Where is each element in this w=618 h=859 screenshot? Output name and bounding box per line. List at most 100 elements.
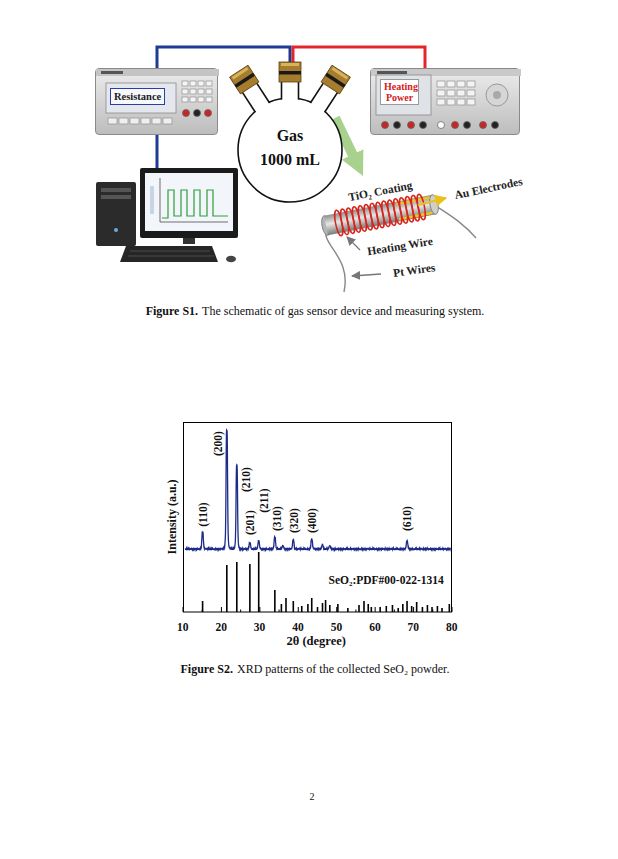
flask-neck — [307, 65, 350, 115]
peak-index: (200) — [211, 431, 224, 456]
tube-end — [428, 194, 440, 215]
plot-frame — [184, 423, 452, 613]
reference-stick — [371, 607, 373, 612]
neck-wall — [241, 91, 255, 112]
leader-arrow — [352, 274, 381, 276]
gas-sensor: TiO₂ Coating — [318, 176, 468, 250]
tick-label: 60 — [369, 621, 381, 634]
instrument-label: Resistance — [110, 88, 165, 105]
axis-tick — [413, 607, 414, 612]
flask-neck — [279, 62, 301, 101]
multimeter: Resistance — [95, 68, 218, 135]
axis-tick — [432, 610, 433, 613]
reference-stick — [329, 605, 331, 612]
front-button — [190, 81, 196, 86]
front-button — [206, 89, 212, 94]
monitor-stand — [183, 238, 195, 244]
reference-stick — [411, 606, 413, 612]
front-button — [457, 99, 465, 105]
peak-index: (110) — [197, 502, 210, 526]
figure-number: Figure S2. — [181, 662, 233, 676]
heating-coil-turn — [368, 203, 379, 230]
display-bezel — [106, 83, 176, 113]
monitor-frame — [140, 168, 238, 238]
heating-coil-turn — [380, 200, 391, 227]
output-terminal — [382, 122, 389, 129]
front-button — [437, 81, 445, 87]
reference-stick — [422, 607, 424, 612]
display-panel — [376, 75, 431, 115]
front-button — [182, 97, 188, 102]
reference-stick — [431, 607, 433, 612]
brand-plate — [377, 71, 407, 74]
neck-wall — [298, 80, 300, 100]
neck-wall — [256, 82, 270, 103]
heating-coil-turn — [357, 205, 368, 232]
peak-index: (211) — [257, 488, 270, 512]
front-button — [190, 97, 196, 102]
leader-arrow — [347, 237, 360, 250]
front-button — [467, 90, 475, 96]
reference-stick — [281, 604, 283, 612]
front-button — [437, 90, 445, 96]
heating-coil-turn — [374, 202, 385, 229]
reference-stick — [249, 564, 251, 612]
reference-stick — [437, 606, 439, 612]
peak-index: (201) — [243, 510, 256, 535]
xrd-plot — [183, 430, 452, 612]
stopper-highlight — [281, 63, 299, 66]
input-terminal — [205, 110, 212, 117]
power-cable — [293, 47, 425, 68]
front-button — [437, 99, 445, 105]
stopper-highlight — [232, 67, 249, 79]
heating-coil-turn — [333, 210, 344, 237]
axis-tick — [202, 610, 203, 613]
figure-number: Figure S1. — [146, 304, 198, 318]
stopper — [321, 65, 350, 94]
axis-tick — [452, 607, 453, 612]
peak-index: (400) — [305, 508, 318, 533]
tick-label: 50 — [331, 621, 343, 634]
part-label: Heating Wire — [366, 234, 433, 257]
drive-bay — [101, 188, 131, 192]
reference-stick — [258, 552, 260, 612]
output-terminal — [464, 122, 471, 129]
axis-tick — [317, 610, 318, 613]
axis-tick — [355, 610, 356, 613]
keyboard-keys — [128, 251, 214, 256]
xrd-curve — [185, 430, 450, 550]
axis-tick — [279, 610, 280, 613]
reference-stick — [347, 608, 349, 612]
reference-stick — [226, 565, 228, 612]
part-label: Au Electrodes — [453, 174, 523, 201]
stopper-highlight — [331, 67, 348, 79]
reference-stick — [358, 605, 360, 612]
brand-plate — [101, 71, 123, 74]
axis-tick — [259, 607, 260, 612]
heating-coil-turn — [363, 204, 374, 231]
gas-flask: Gas 1000 mL — [232, 62, 348, 208]
front-button — [457, 90, 465, 96]
output-terminal — [452, 122, 459, 129]
front-button — [467, 99, 475, 105]
screen-response-curve — [162, 190, 228, 218]
reference-stick — [406, 601, 408, 612]
reference-stick — [449, 604, 451, 612]
reference-stick — [402, 604, 404, 612]
soft-key — [108, 118, 117, 124]
soft-key — [119, 118, 128, 124]
heating-coil-turn — [410, 195, 421, 222]
front-button — [182, 89, 188, 94]
front-button — [198, 81, 204, 86]
flask-neck — [230, 65, 273, 115]
output-terminal — [408, 122, 415, 129]
instrument-top — [96, 69, 219, 76]
caption-text: XRD patterns of the collected SeO₂ powde… — [237, 662, 449, 676]
front-button — [198, 89, 204, 94]
knob-center — [493, 91, 501, 99]
reference-stick — [427, 605, 429, 612]
reference-stick — [311, 598, 313, 612]
mouse — [226, 256, 236, 262]
reference-stick — [202, 601, 204, 612]
